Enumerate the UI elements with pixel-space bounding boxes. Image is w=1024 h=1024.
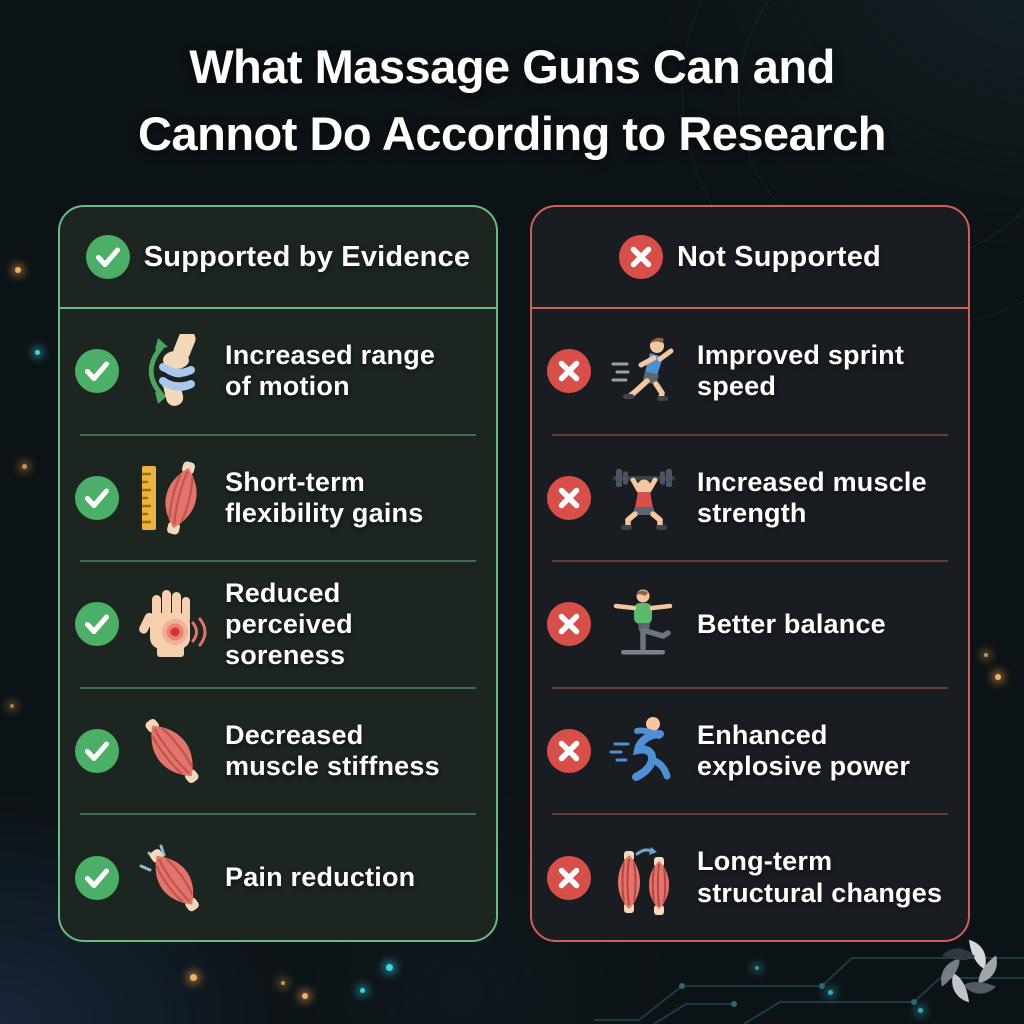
glow-dot xyxy=(918,1008,923,1013)
check-icon xyxy=(75,602,119,647)
item-label: Better balance xyxy=(697,608,886,639)
not-supported-items: Improved sprint speed xyxy=(532,309,968,940)
not-supported-item-strength: Increased muscle strength xyxy=(532,436,968,561)
muscle-change-icon xyxy=(603,839,685,917)
sore-hand-icon xyxy=(131,585,213,663)
check-icon xyxy=(75,729,119,774)
x-icon xyxy=(619,235,664,279)
explosive-power-icon xyxy=(603,712,685,790)
x-icon xyxy=(547,475,591,520)
glow-dot xyxy=(755,966,759,970)
page-title-line2: Cannot Do According to Research xyxy=(138,106,886,160)
muscle-relief-icon xyxy=(131,839,213,917)
item-label: Reduced perceived soreness xyxy=(225,577,353,671)
glow-dot xyxy=(995,674,1001,680)
divider xyxy=(80,813,476,816)
glow-dot xyxy=(15,267,21,273)
divider xyxy=(80,560,476,563)
glow-dot xyxy=(386,964,393,971)
item-label: Increased muscle strength xyxy=(697,466,927,528)
muscle-icon xyxy=(131,712,213,790)
glow-dot xyxy=(984,653,988,657)
divider xyxy=(80,686,476,689)
supported-header-label: Supported by Evidence xyxy=(143,240,471,273)
circuit-lines-decoration xyxy=(594,957,1024,1024)
x-icon xyxy=(547,855,591,900)
divider xyxy=(552,686,948,689)
supported-item-soreness: Reduced perceived soreness xyxy=(60,562,496,687)
x-icon xyxy=(547,602,591,647)
page-title-line1: What Massage Guns Can and xyxy=(189,40,835,93)
glow-dot xyxy=(190,974,197,981)
supported-item-range-of-motion: Increased range of motion xyxy=(60,309,496,434)
runner-icon xyxy=(603,332,685,410)
supported-panel: Supported by Evidence xyxy=(58,205,498,942)
divider xyxy=(80,433,476,436)
divider xyxy=(552,560,948,563)
knee-joint-icon xyxy=(131,332,213,410)
swirl-logo xyxy=(941,939,997,1003)
not-supported-item-balance: Better balance xyxy=(532,562,968,687)
divider xyxy=(552,433,948,436)
balance-icon xyxy=(603,585,685,663)
supported-item-pain: Pain reduction xyxy=(60,815,496,940)
item-label: Pain reduction xyxy=(225,862,416,893)
item-label: Short-term flexibility gains xyxy=(225,466,424,528)
check-icon xyxy=(85,235,130,279)
glow-dot xyxy=(828,990,833,995)
divider xyxy=(552,813,948,816)
check-icon xyxy=(75,855,119,900)
x-icon xyxy=(547,349,591,394)
glow-dot xyxy=(10,704,14,708)
not-supported-panel: Not Supported xyxy=(530,205,970,942)
check-icon xyxy=(75,349,119,394)
page-title: What Massage Guns Can and Cannot Do Acco… xyxy=(0,34,1024,167)
item-label: Long-term structural changes xyxy=(697,846,943,908)
glow-dot xyxy=(281,981,285,985)
not-supported-item-power: Enhanced explosive power xyxy=(532,689,968,814)
check-icon xyxy=(75,475,119,520)
ruler-muscle-icon xyxy=(131,459,213,537)
not-supported-item-sprint: Improved sprint speed xyxy=(532,309,968,434)
glow-dot xyxy=(302,993,308,999)
supported-item-stiffness: Decreased muscle stiffness xyxy=(60,689,496,814)
not-supported-header-label: Not Supported xyxy=(677,240,881,273)
x-icon xyxy=(547,729,591,774)
glow-dot xyxy=(360,988,365,993)
supported-item-flexibility: Short-term flexibility gains xyxy=(60,436,496,561)
supported-items: Increased range of motion S xyxy=(60,309,496,940)
supported-header: Supported by Evidence xyxy=(60,207,496,309)
glow-dot xyxy=(35,350,40,355)
item-label: Enhanced explosive power xyxy=(697,719,911,782)
not-supported-item-structural: Long-term structural changes xyxy=(532,815,968,940)
not-supported-header: Not Supported xyxy=(532,207,968,309)
item-label: Improved sprint speed xyxy=(697,339,905,402)
item-label: Increased range of motion xyxy=(225,339,436,402)
glow-dot xyxy=(22,464,27,469)
weightlifter-icon xyxy=(603,459,685,537)
item-label: Decreased muscle stiffness xyxy=(225,719,440,782)
